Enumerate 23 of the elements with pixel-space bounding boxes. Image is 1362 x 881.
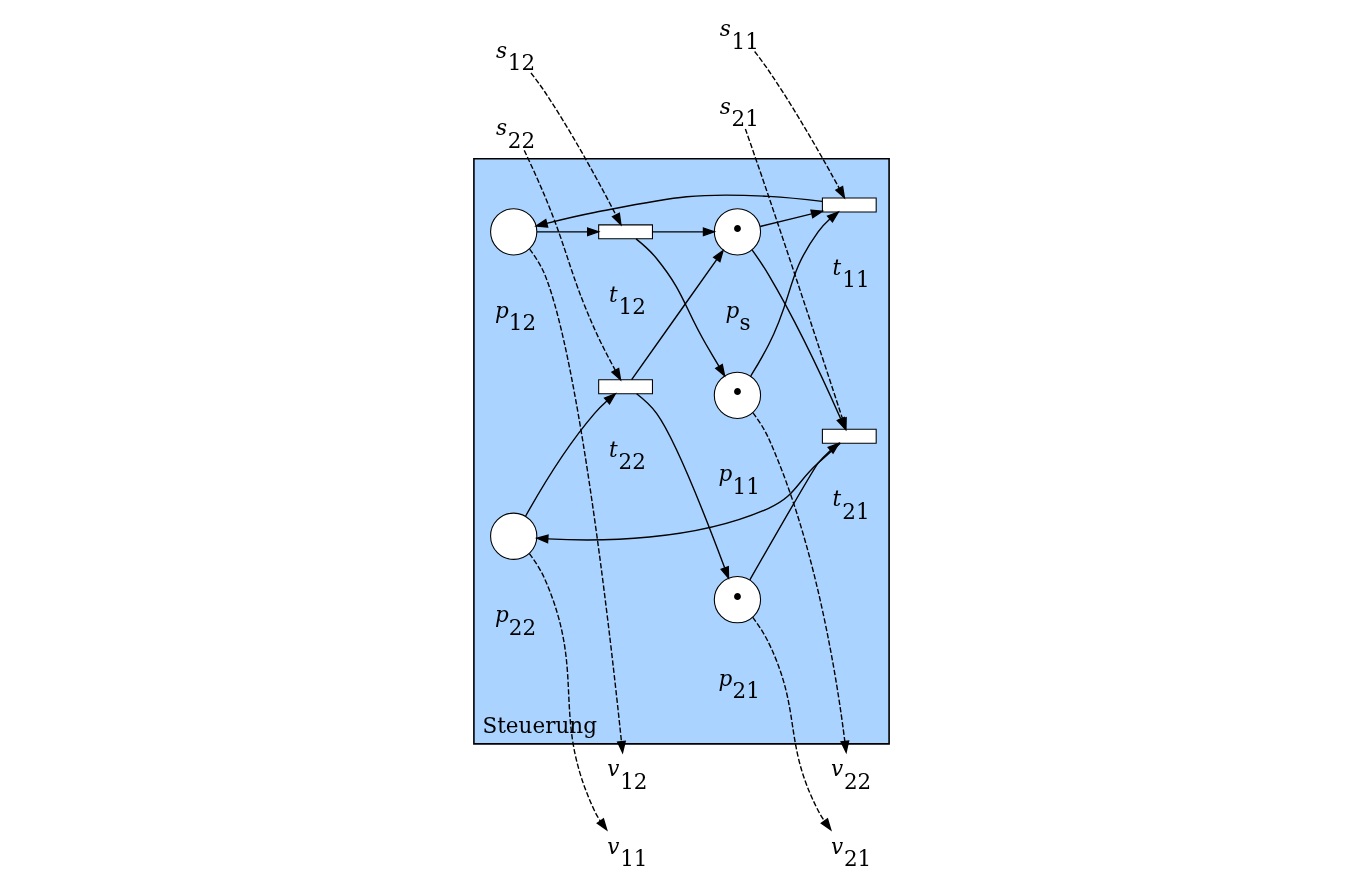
node-bar	[821, 197, 877, 213]
arrow	[533, 194, 823, 228]
arrow	[535, 227, 601, 237]
node-circle	[489, 208, 537, 256]
arrow	[749, 210, 840, 377]
node-circle: •	[713, 208, 761, 256]
node-circle: •	[713, 371, 761, 419]
arrow	[529, 72, 622, 227]
arrow	[635, 393, 729, 581]
arrow	[528, 553, 608, 832]
node-bar	[597, 379, 653, 395]
node-circle	[489, 512, 537, 560]
arrow	[534, 442, 841, 544]
arrow	[528, 248, 626, 755]
node-bar	[597, 224, 653, 240]
node-circle: •	[713, 576, 761, 624]
arrow	[751, 616, 832, 832]
arrow	[651, 227, 716, 237]
arrow	[753, 50, 845, 200]
arrow	[748, 441, 840, 581]
node-bar	[821, 428, 877, 444]
arrow	[524, 392, 617, 517]
arrow	[758, 209, 824, 228]
